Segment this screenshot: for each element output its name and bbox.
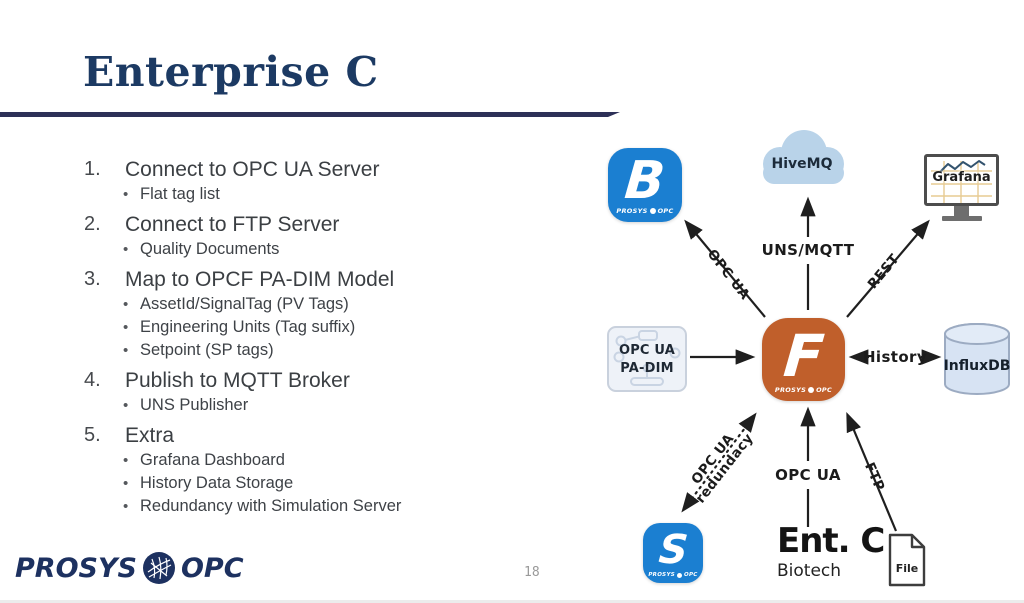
architecture-diagram: OPC UA UNS/MQTT REST History OPC UA redu…	[580, 120, 1024, 603]
hivemq-node: HiveMQ	[752, 128, 852, 192]
monitor-icon: Grafana	[924, 154, 999, 206]
bullet	[123, 238, 140, 261]
monitor-stand	[954, 206, 969, 216]
grafana-node: Grafana	[924, 154, 999, 221]
prosys-opc-logo: PROSYS OPC	[15, 551, 244, 585]
database-cylinder-icon	[944, 323, 1010, 395]
influxdb-label: InfluxDB	[943, 358, 1011, 374]
grafana-screen-graphic	[931, 160, 992, 203]
page-title: Enterprise C	[83, 48, 379, 96]
bullet	[123, 495, 140, 518]
sub-item: Redundancy with Simulation Server	[140, 497, 402, 515]
bullet	[123, 472, 140, 495]
node-graph-decoration	[613, 330, 681, 386]
arrow-file-to-f	[846, 411, 898, 532]
item-label: Connect to FTP Server	[125, 213, 340, 236]
bullet	[123, 394, 140, 417]
globe-icon	[649, 208, 656, 214]
prosys-opc-brand: PROSYS OPC	[774, 386, 833, 394]
list-item: 4. Publish to MQTT Broker UNS Publisher	[80, 367, 550, 417]
s-letter: S	[656, 527, 690, 573]
arrow-f-to-grafana	[846, 219, 930, 318]
opc-ua-pa-dim-node: OPC UA PA-DIM	[607, 326, 687, 392]
line-chart-icon	[939, 160, 986, 173]
globe-icon	[808, 387, 815, 393]
prosys-s-app-icon: S PROSYS OPC	[643, 523, 703, 583]
sub-item: Quality Documents	[140, 240, 280, 258]
arrow-redundancy-dashed	[681, 412, 757, 513]
prosys-f-app-icon: F PROSYS OPC	[762, 318, 845, 401]
slide-bottom-edge	[0, 600, 1024, 603]
logo-opc-text: OPC	[180, 552, 244, 584]
item-number: 1.	[84, 158, 101, 180]
f-letter: F	[780, 321, 827, 390]
globe-icon	[677, 572, 682, 578]
bullet	[123, 293, 140, 316]
list-item: 2. Connect to FTP Server Quality Documen…	[80, 211, 550, 261]
bullet	[123, 316, 140, 339]
bullet	[123, 183, 140, 206]
arrow-f-to-b	[684, 219, 766, 318]
prosys-opc-brand: PROSYS OPC	[648, 572, 698, 578]
enterprise-c-node: Ent. C Biotech	[777, 521, 885, 581]
bullet	[123, 449, 140, 472]
list-item: 1. Connect to OPC UA Server Flat tag lis…	[80, 156, 550, 206]
edge-label-uns-mqtt: UNS/MQTT	[761, 240, 855, 259]
page-number: 18	[524, 565, 540, 580]
sub-item: AssetId/SignalTag (PV Tags)	[140, 295, 349, 313]
item-number: 3.	[84, 268, 101, 290]
item-number: 5.	[84, 424, 101, 446]
enterprise-c-subtitle: Biotech	[777, 561, 842, 581]
edge-label-opc-ua-entc: OPC UA	[775, 465, 841, 484]
logo-prosys-text: PROSYS	[15, 552, 137, 584]
edge-label-history: History	[862, 347, 928, 366]
globe-icon	[142, 552, 175, 584]
feature-list: 1. Connect to OPC UA Server Flat tag lis…	[80, 156, 550, 523]
prosys-opc-brand: PROSYS OPC	[616, 207, 674, 215]
diagram-arrows	[681, 196, 942, 532]
item-label: Extra	[125, 424, 175, 447]
sub-item: Flat tag list	[140, 185, 220, 203]
item-label: Publish to MQTT Broker	[125, 369, 350, 392]
sub-item: History Data Storage	[140, 474, 294, 492]
file-label: File	[895, 562, 919, 575]
item-label: Connect to OPC UA Server	[125, 158, 380, 181]
item-label: Map to OPCF PA-DIM Model	[125, 268, 395, 291]
bullet	[123, 339, 140, 362]
enterprise-c-title: Ent. C	[777, 521, 885, 561]
list-item: 3. Map to OPCF PA-DIM Model AssetId/Sign…	[80, 266, 550, 362]
item-number: 2.	[84, 213, 101, 235]
file-icon	[888, 533, 926, 587]
hivemq-label: HiveMQ	[771, 156, 833, 172]
influxdb-node: InfluxDB	[942, 321, 1012, 397]
file-node: File	[887, 532, 927, 588]
pa-dim-label: OPC UA PA-DIM	[618, 343, 676, 376]
sub-item: Engineering Units (Tag suffix)	[140, 318, 356, 336]
monitor-base	[941, 216, 982, 221]
item-number: 4.	[84, 369, 101, 391]
sub-item: Setpoint (SP tags)	[140, 341, 274, 359]
sub-item: UNS Publisher	[140, 396, 249, 414]
title-underline	[0, 112, 620, 117]
list-item: 5. Extra Grafana Dashboard History Data …	[80, 422, 550, 518]
cloud-icon	[763, 130, 844, 184]
sub-item: Grafana Dashboard	[140, 451, 285, 469]
prosys-b-app-icon: B PROSYS OPC	[608, 148, 682, 222]
b-letter: B	[622, 151, 668, 211]
grafana-label: Grafana	[932, 170, 991, 185]
